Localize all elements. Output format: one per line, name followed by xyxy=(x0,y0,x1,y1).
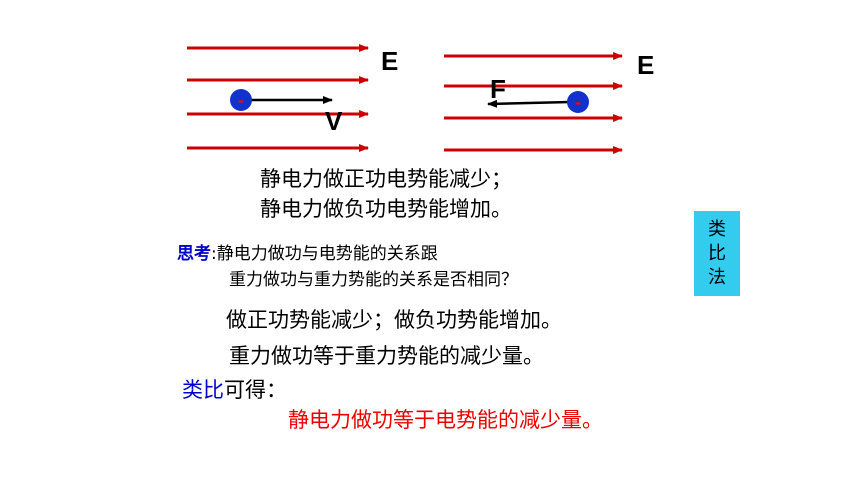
analogy-rest: 可得： xyxy=(224,378,287,402)
gravity-statement-2: 重力做功等于重力势能的减少量。 xyxy=(229,344,544,368)
statement-negative-work: 静电力做负功电势能增加。 xyxy=(260,197,512,221)
think-separator: : xyxy=(211,244,217,264)
gravity-statement-1: 做正功势能减少；做负功势能增加。 xyxy=(226,308,562,332)
question-text-1: 静电力做功与电势能的关系跟 xyxy=(216,244,438,264)
left-negative-charge xyxy=(230,89,252,111)
force-arrow xyxy=(487,99,571,108)
think-label: 思考 xyxy=(177,244,211,264)
right-charge-sign: - xyxy=(575,92,581,112)
question-line-1: 思考:静电力做功与电势能的关系跟 xyxy=(177,239,438,264)
analogy-box-char-2: 比 xyxy=(708,242,726,264)
right-field-label-e: E xyxy=(637,50,655,80)
velocity-label-v: V xyxy=(325,106,343,136)
left-field-label-e: E xyxy=(381,46,399,76)
conclusion-statement: 静电力做功等于电势能的减少量。 xyxy=(288,408,603,432)
right-negative-charge xyxy=(567,91,589,113)
analogy-conclusion-intro: 类比可得： xyxy=(182,374,287,404)
analogy-label: 类比 xyxy=(182,378,224,402)
analogy-box-char-3: 法 xyxy=(708,266,726,288)
analogy-box-char-1: 类 xyxy=(708,218,726,240)
question-line-2: 重力做功与重力势能的关系是否相同？ xyxy=(229,270,518,290)
force-label-f: F xyxy=(490,74,506,104)
left-charge-sign: - xyxy=(238,90,244,110)
analogy-method-box: 类 比 法 xyxy=(694,211,740,296)
statement-positive-work: 静电力做正功电势能减少； xyxy=(260,167,512,191)
